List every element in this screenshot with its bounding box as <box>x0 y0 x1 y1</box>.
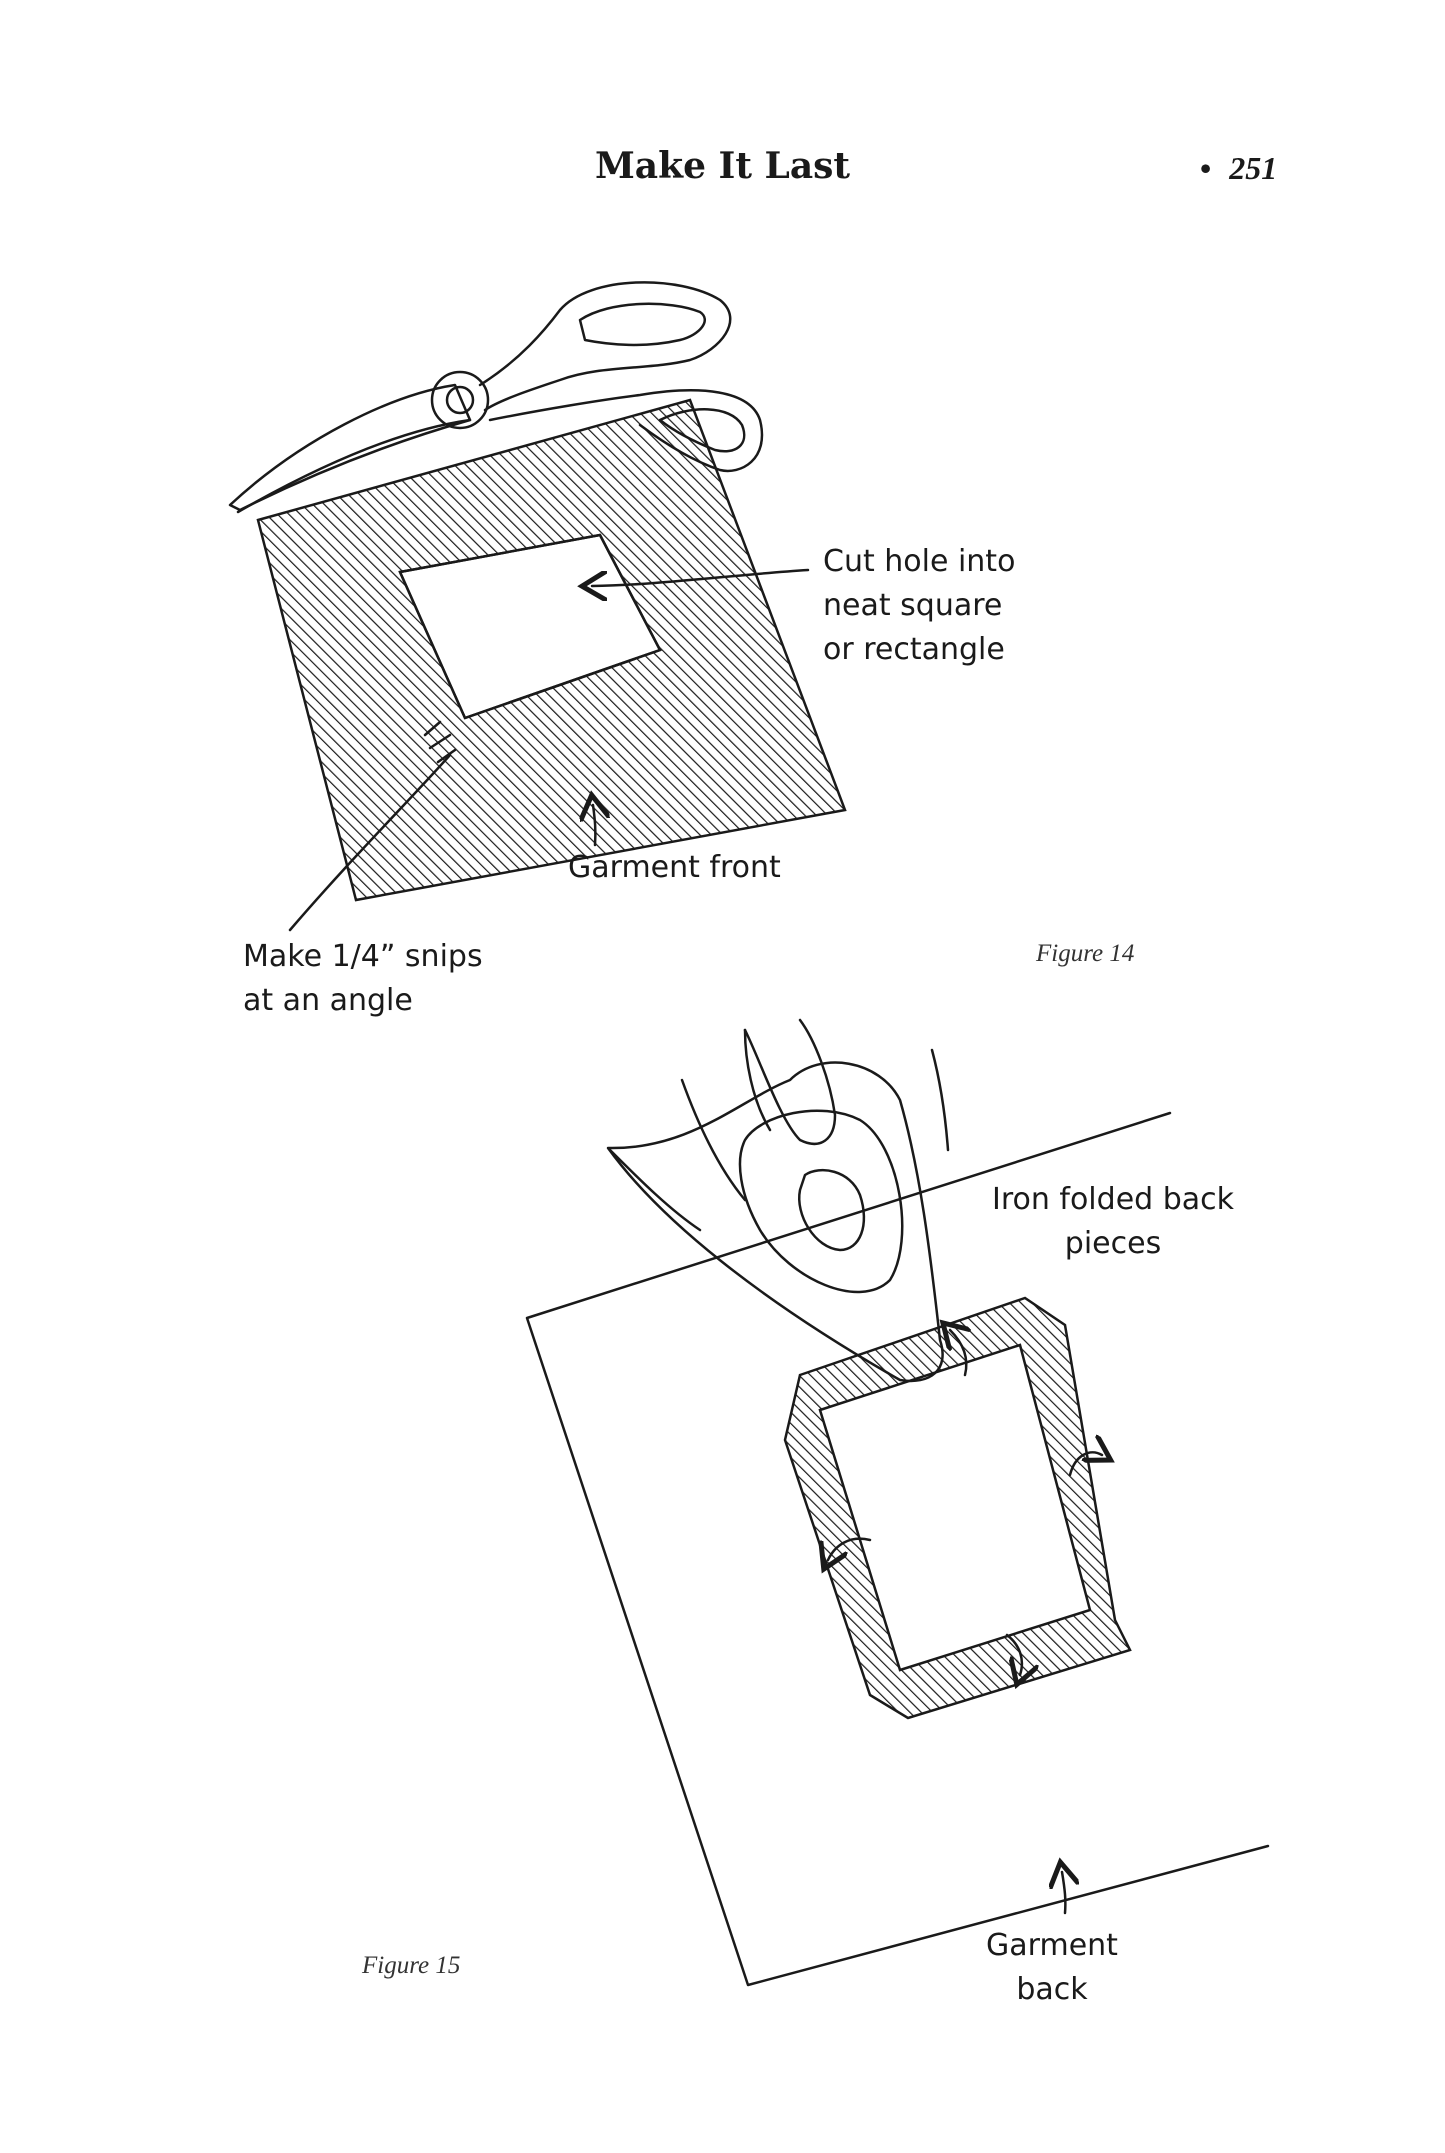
running-title: Make It Last <box>594 145 851 187</box>
snip-marks <box>423 720 457 764</box>
folded-pieces <box>783 1296 1132 1720</box>
figure-15-illustration <box>525 1018 1270 1987</box>
arrow-icon <box>1005 1633 1022 1675</box>
arrow-icon <box>828 1537 872 1560</box>
label-garment-front: Garment front <box>568 850 781 885</box>
figure-15-caption: Figure 15 <box>362 1952 461 1979</box>
snip-pointer-line <box>288 753 452 932</box>
label-cut-hole: Cut hole into neat square or rectangle <box>823 544 1016 667</box>
page-number-block: • 251 <box>1200 150 1277 187</box>
iron-icon <box>606 1061 944 1383</box>
garment-front-fabric <box>256 398 847 902</box>
cut-hole-outline <box>398 533 662 720</box>
arrow-icon <box>593 805 595 847</box>
scissors-icon <box>228 281 764 514</box>
arrow-icon <box>592 568 810 586</box>
figure-14-illustration <box>228 281 847 932</box>
arrow-icon <box>1068 1452 1102 1477</box>
arrow-icon <box>1062 1872 1065 1915</box>
folio-separator: • <box>1200 150 1212 186</box>
label-garment-back: Garment back <box>986 1928 1118 2007</box>
label-snips: Make 1/4” snips at an angle <box>243 939 483 1018</box>
page-number: 251 <box>1229 150 1278 186</box>
arrow-icon <box>950 1330 966 1377</box>
garment-back-sheet <box>525 1111 1270 1987</box>
label-iron: Iron folded back pieces <box>991 1182 1235 1261</box>
hand-icon <box>608 1018 950 1232</box>
figure-14-caption: Figure 14 <box>1036 940 1135 967</box>
